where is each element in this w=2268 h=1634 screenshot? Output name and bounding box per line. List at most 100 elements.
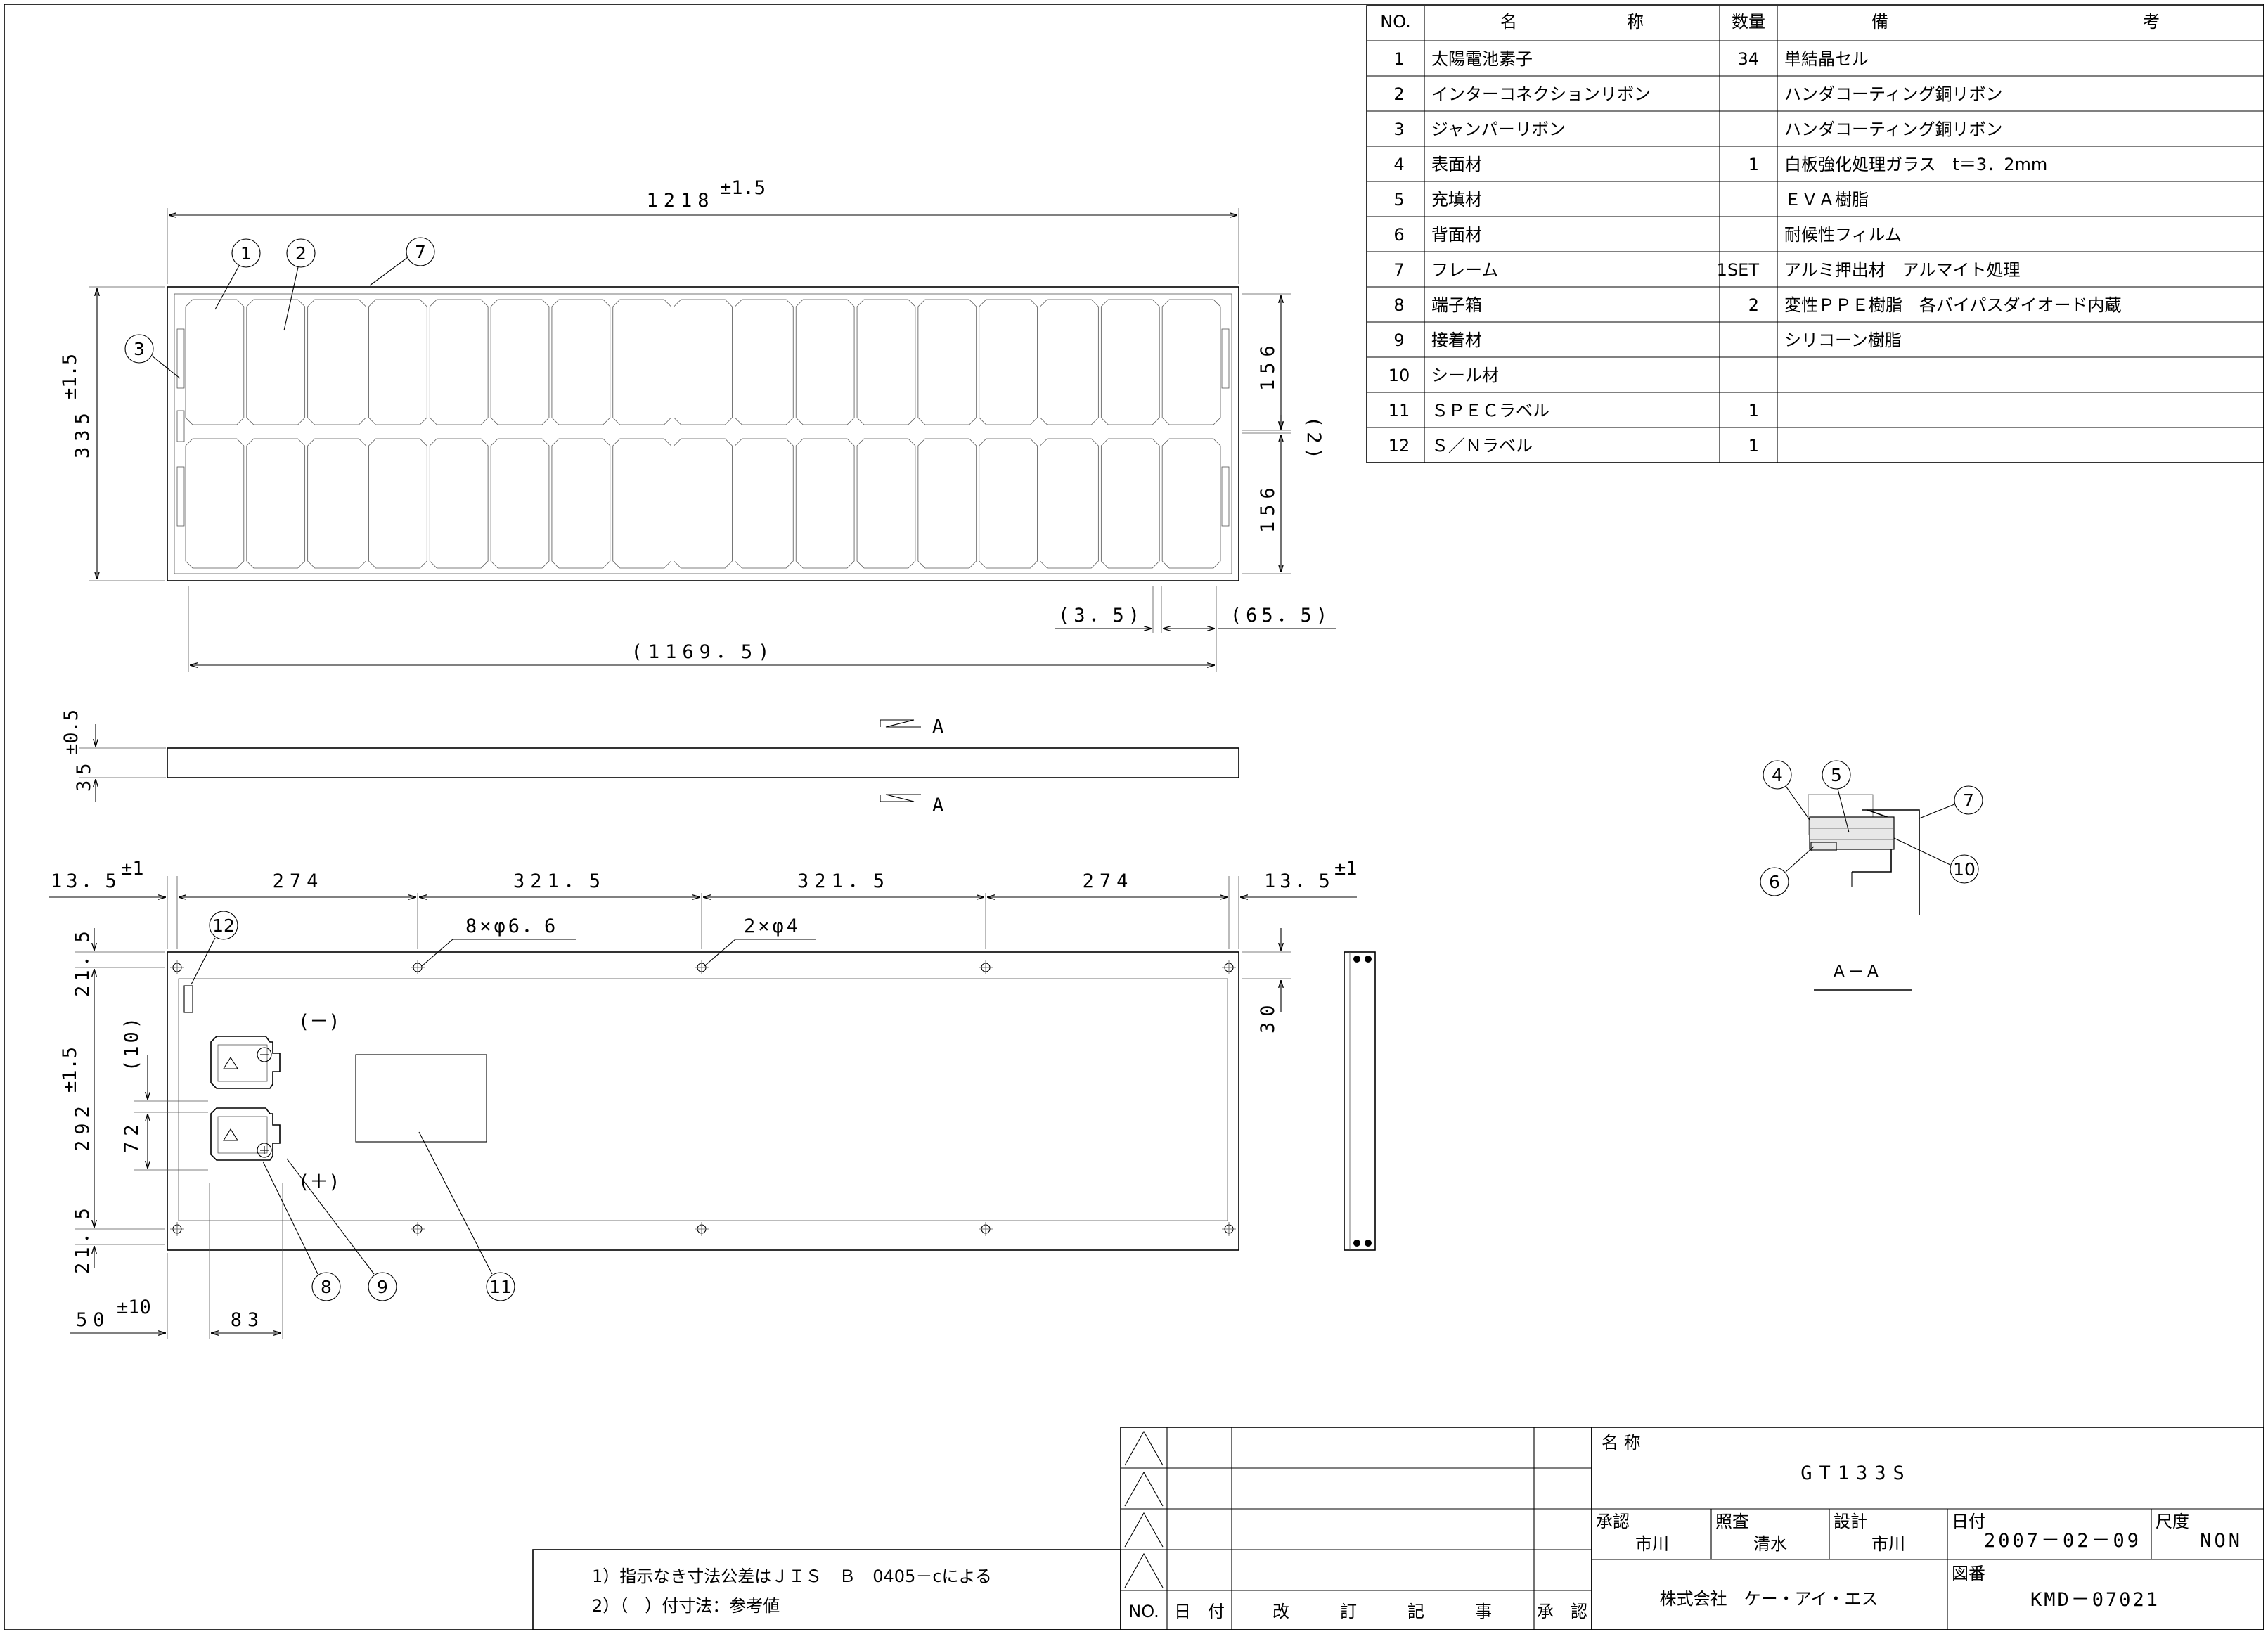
date-label: 日付: [1952, 1512, 1985, 1531]
rev-col-date: 日 付: [1174, 1602, 1225, 1621]
rear-view-inner: [178, 978, 1228, 1221]
table-cell-no: 5: [1393, 190, 1404, 210]
notes-box: 1）指示なき寸法公差はＪＩＳ Ｂ 0405－cによる 2）（ ）付寸法：参考値: [532, 1549, 1121, 1630]
solar-cell: [246, 299, 306, 425]
dim-50-tol: ±10: [117, 1297, 151, 1318]
svg-text:8: 8: [321, 1277, 332, 1297]
rear-view: 13．5 ±1 274 321．5 321．5 274 13．5 ±1 8×φ6…: [49, 858, 1376, 1339]
svg-text:4: 4: [1772, 765, 1783, 785]
dim-span-2: 321．5: [513, 870, 606, 892]
note-1: 1）指示なき寸法公差はＪＩＳ Ｂ 0405－cによる: [592, 1567, 992, 1586]
table-cell-remark: 変性ＰＰＥ樹脂 各バイパスダイオード内蔵: [1784, 295, 2122, 315]
table-cell-name: インターコネクションリボン: [1431, 84, 1651, 104]
drawing-date: 2007－02－09: [1984, 1530, 2141, 1552]
section-mark-top: A: [932, 716, 943, 738]
table-cell-name: Ｓ／Ｎラベル: [1431, 436, 1533, 456]
revision-block: NO. 日 付 改 訂 記 事 承 認: [1120, 1427, 1592, 1630]
balloon-7: 7: [369, 237, 435, 286]
terminal-box-negative: [210, 1036, 281, 1089]
dim-50: 50: [76, 1309, 110, 1331]
svg-text:9: 9: [377, 1277, 388, 1297]
dim-83: 83: [231, 1309, 265, 1331]
dim-30: 30: [1257, 999, 1279, 1034]
title-block: 名 称 GT133S 承認 市川 照査 清水 設計 市川 日付 2007－02－…: [1591, 1427, 2264, 1630]
table-cell-no: 4: [1393, 155, 1404, 174]
solar-cell: [1040, 438, 1099, 569]
table-cell-qty: 1: [1748, 155, 1759, 174]
svg-text:2: 2: [295, 243, 307, 264]
dim-thickness-tol: ±0.5: [60, 709, 82, 755]
dim-string: (1169．5): [631, 641, 775, 663]
dim-span-1: 274: [273, 870, 324, 892]
svg-text:6: 6: [1769, 872, 1780, 892]
balloon-11: 11: [418, 1131, 515, 1301]
svg-text:5: 5: [1831, 765, 1842, 785]
table-cell-name: 表面材: [1431, 155, 1482, 174]
title-name-label: 名 称: [1602, 1433, 1641, 1453]
rear-view-frame: [167, 951, 1239, 1251]
table-cell-remark: シリコーン樹脂: [1784, 330, 1902, 350]
note-2: 2）（ ）付寸法：参考値: [592, 1596, 780, 1616]
table-cell-name: 太陽電池素子: [1431, 49, 1533, 69]
svg-text:7: 7: [1963, 790, 1974, 811]
solar-cell: [246, 438, 306, 569]
solar-cell: [612, 438, 671, 569]
designed-by: 市川: [1871, 1534, 1905, 1554]
rev-col-appr: 承 認: [1537, 1602, 1587, 1621]
scale-label: 尺度: [2156, 1512, 2189, 1531]
table-cell-no: 8: [1393, 295, 1404, 315]
table-cell-name: 背面材: [1431, 225, 1482, 245]
table-header-name-b: 称: [1627, 12, 1644, 32]
balloon-5: 5: [1822, 760, 1851, 833]
table-header-remark-b: 考: [2143, 12, 2160, 32]
checked-label: 照査: [1715, 1512, 1749, 1531]
solar-cell: [551, 299, 611, 425]
dim-end-right: 13．5: [1264, 870, 1334, 892]
dim-hole-pitch-tol: ±1.5: [59, 1047, 81, 1093]
solar-cell: [429, 438, 489, 569]
solar-cell: [735, 438, 794, 569]
balloon-6: 6: [1760, 846, 1815, 896]
solar-cell: [674, 299, 733, 425]
table-cell-remark: アルミ押出材 アルマイト処理: [1784, 260, 2021, 280]
solar-cell: [856, 438, 916, 569]
solar-cell: [979, 299, 1038, 425]
solar-cell: [735, 299, 794, 425]
dim-width-tol: ±1.5: [720, 177, 766, 199]
solar-cell: [551, 438, 611, 569]
table-cell-qty: 34: [1737, 49, 1759, 69]
table-cell-qty: 1: [1748, 401, 1759, 420]
drawing-border: [4, 4, 2264, 1630]
table-header-no: NO.: [1380, 12, 1411, 32]
solar-cell: [674, 438, 733, 569]
mounting-holes: [170, 960, 1236, 1236]
checked-by: 清水: [1753, 1534, 1787, 1554]
balloon-2: 2: [283, 238, 316, 331]
balloon-4: 4: [1763, 760, 1810, 821]
solar-cell: [368, 438, 427, 569]
table-cell-no: 1: [1393, 49, 1404, 69]
solar-cell: [185, 299, 245, 425]
dim-edge-bottom: 21．5: [72, 1204, 94, 1274]
svg-text:1: 1: [240, 243, 252, 264]
solar-cell: [1161, 438, 1221, 569]
hole-note-1: 8×φ6．6: [465, 915, 558, 937]
dim-left-small: (3．5): [1058, 605, 1144, 626]
solar-cell: [307, 299, 366, 425]
drawing-no-label: 図番: [1952, 1564, 1985, 1583]
dim-cell-upper: 156: [1257, 340, 1279, 391]
solar-cell: [1100, 438, 1160, 569]
table-cell-no: 7: [1393, 260, 1404, 280]
solar-cell: [795, 299, 855, 425]
terminal-box-positive: [210, 1107, 281, 1161]
balloon-1: 1: [214, 238, 261, 310]
svg-text:12: 12: [212, 915, 235, 936]
side-view: 35 ±0.5 A A: [60, 709, 1239, 816]
solar-cell: [429, 299, 489, 425]
dim-end-right-tol: ±1: [1334, 858, 1358, 880]
table-cell-no: 3: [1393, 120, 1404, 139]
dim-thickness: 35: [73, 757, 95, 792]
table-cell-name: 端子箱: [1431, 295, 1482, 315]
table-cell-no: 11: [1388, 401, 1410, 420]
